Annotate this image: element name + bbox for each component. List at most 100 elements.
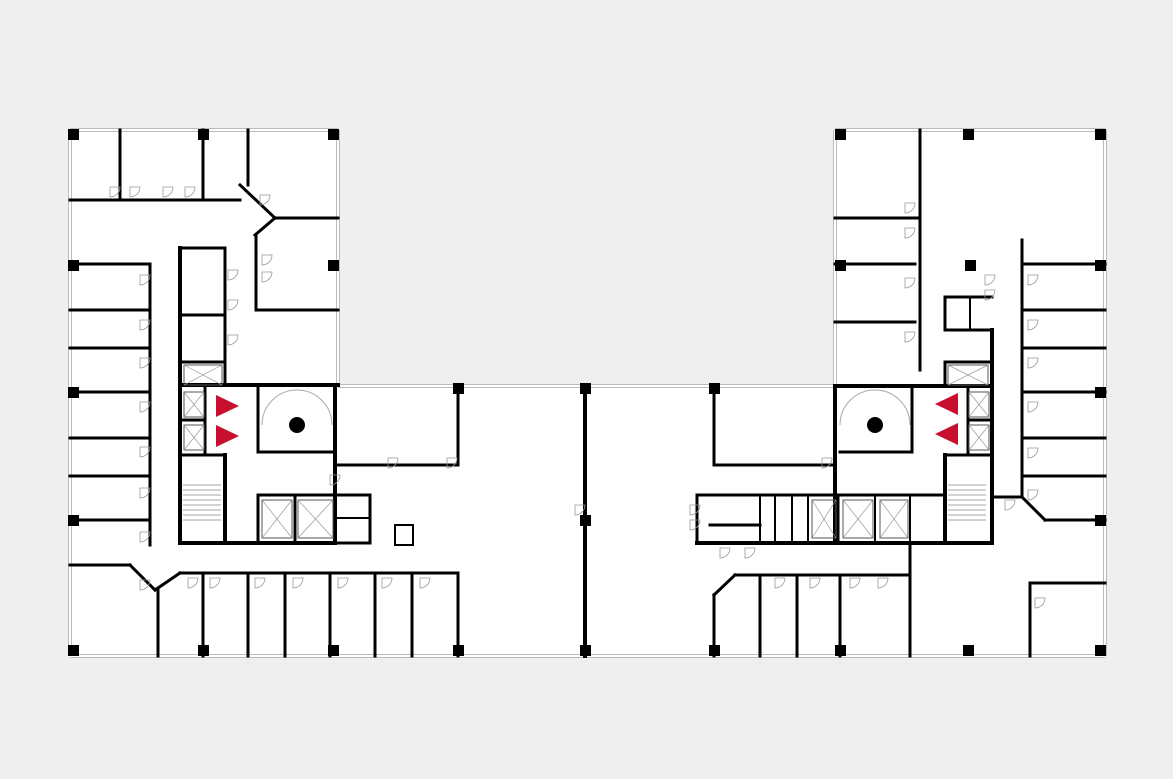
elevator-cross: [947, 364, 989, 386]
door-swing: [719, 547, 731, 559]
spiral-stair-core: [289, 417, 305, 433]
door-swing: [227, 269, 239, 281]
door-swing: [904, 277, 916, 289]
structural-column: [453, 645, 464, 656]
structural-column: [1095, 645, 1106, 656]
elevator-cross: [297, 499, 334, 539]
door-swing: [984, 289, 996, 301]
door-swing: [904, 331, 916, 343]
door-swing: [904, 202, 916, 214]
structural-column: [68, 260, 79, 271]
elevator-shaft: [183, 424, 205, 451]
door-swing: [139, 446, 151, 458]
elevator-shaft: [811, 499, 837, 539]
door-swing: [689, 519, 701, 531]
structural-column: [835, 260, 846, 271]
structural-column: [963, 129, 974, 140]
structural-column: [580, 645, 591, 656]
door-swing: [1027, 447, 1039, 459]
wall: [252, 215, 278, 238]
door-swing: [139, 274, 151, 286]
door-swing: [1027, 319, 1039, 331]
structural-column: [835, 645, 846, 656]
red-triangle-icon: [935, 423, 958, 445]
structural-column: [68, 645, 79, 656]
door-swing: [337, 577, 349, 589]
elevator-cross: [183, 364, 223, 386]
door-swing: [187, 577, 199, 589]
door-swing: [227, 334, 239, 346]
door-swing: [1027, 357, 1039, 369]
door-swing: [877, 577, 889, 589]
door-swing: [904, 227, 916, 239]
door-swing: [139, 401, 151, 413]
spiral-stair-outline: [261, 389, 333, 426]
structural-column: [453, 383, 464, 394]
door-swing: [689, 504, 701, 516]
elevator-cross: [183, 424, 205, 451]
structural-column: [835, 129, 846, 140]
wall: [127, 562, 158, 593]
columns: [68, 129, 1106, 656]
door-swing: [227, 299, 239, 311]
door-swing: [1027, 401, 1039, 413]
door-swing: [292, 577, 304, 589]
red-triangle-icon: [216, 425, 239, 447]
door-swing: [261, 271, 273, 283]
elevator-shaft: [842, 499, 874, 539]
door-swing: [574, 504, 586, 516]
elevator-shaft: [183, 391, 205, 418]
door-swing: [984, 274, 996, 286]
door-swing: [139, 319, 151, 331]
structural-column: [1095, 515, 1106, 526]
elevator-shaft: [261, 499, 293, 539]
structural-column: [68, 129, 79, 140]
structural-column: [328, 645, 339, 656]
door-swing: [209, 577, 221, 589]
red-triangle-icon: [216, 395, 239, 417]
door-swing: [139, 487, 151, 499]
structural-column: [68, 387, 79, 398]
door-swing: [1034, 597, 1046, 609]
structural-column: [580, 383, 591, 394]
door-swing: [259, 194, 271, 206]
elevator-cross: [261, 499, 293, 539]
door-swing: [1027, 489, 1039, 501]
door-swing: [446, 457, 458, 469]
walls: [68, 128, 1107, 658]
door-swing: [162, 186, 174, 198]
structural-column: [68, 515, 79, 526]
elevator-shaft: [297, 499, 334, 539]
elevator-cross: [879, 499, 909, 539]
wall: [1019, 494, 1048, 523]
door-swing: [744, 547, 756, 559]
red-triangle-icon: [935, 393, 958, 415]
structural-column: [1095, 260, 1106, 271]
fixtures: [109, 186, 1046, 609]
door-swing: [184, 186, 196, 198]
door-swing: [419, 577, 431, 589]
elevator-shaft: [879, 499, 909, 539]
markers: [216, 393, 958, 447]
structural-column: [580, 515, 591, 526]
elevator-shaft: [968, 424, 990, 451]
door-swing: [1027, 274, 1039, 286]
elevator-shaft: [183, 364, 223, 386]
door-swing: [849, 577, 861, 589]
spiral-stair-outline: [839, 389, 911, 426]
door-swing: [139, 579, 151, 591]
door-swing: [139, 531, 151, 543]
structural-column: [328, 260, 339, 271]
elevator-shaft: [968, 391, 990, 418]
spiral-stair-core: [867, 417, 883, 433]
door-swing: [387, 457, 399, 469]
door-swing: [1004, 499, 1016, 511]
structural-column: [1095, 129, 1106, 140]
elevator-cross: [842, 499, 874, 539]
door-swing: [254, 577, 266, 589]
elevator-cross: [811, 499, 837, 539]
elevator-cross: [183, 391, 205, 418]
door-swing: [329, 474, 341, 486]
wall: [711, 572, 738, 598]
